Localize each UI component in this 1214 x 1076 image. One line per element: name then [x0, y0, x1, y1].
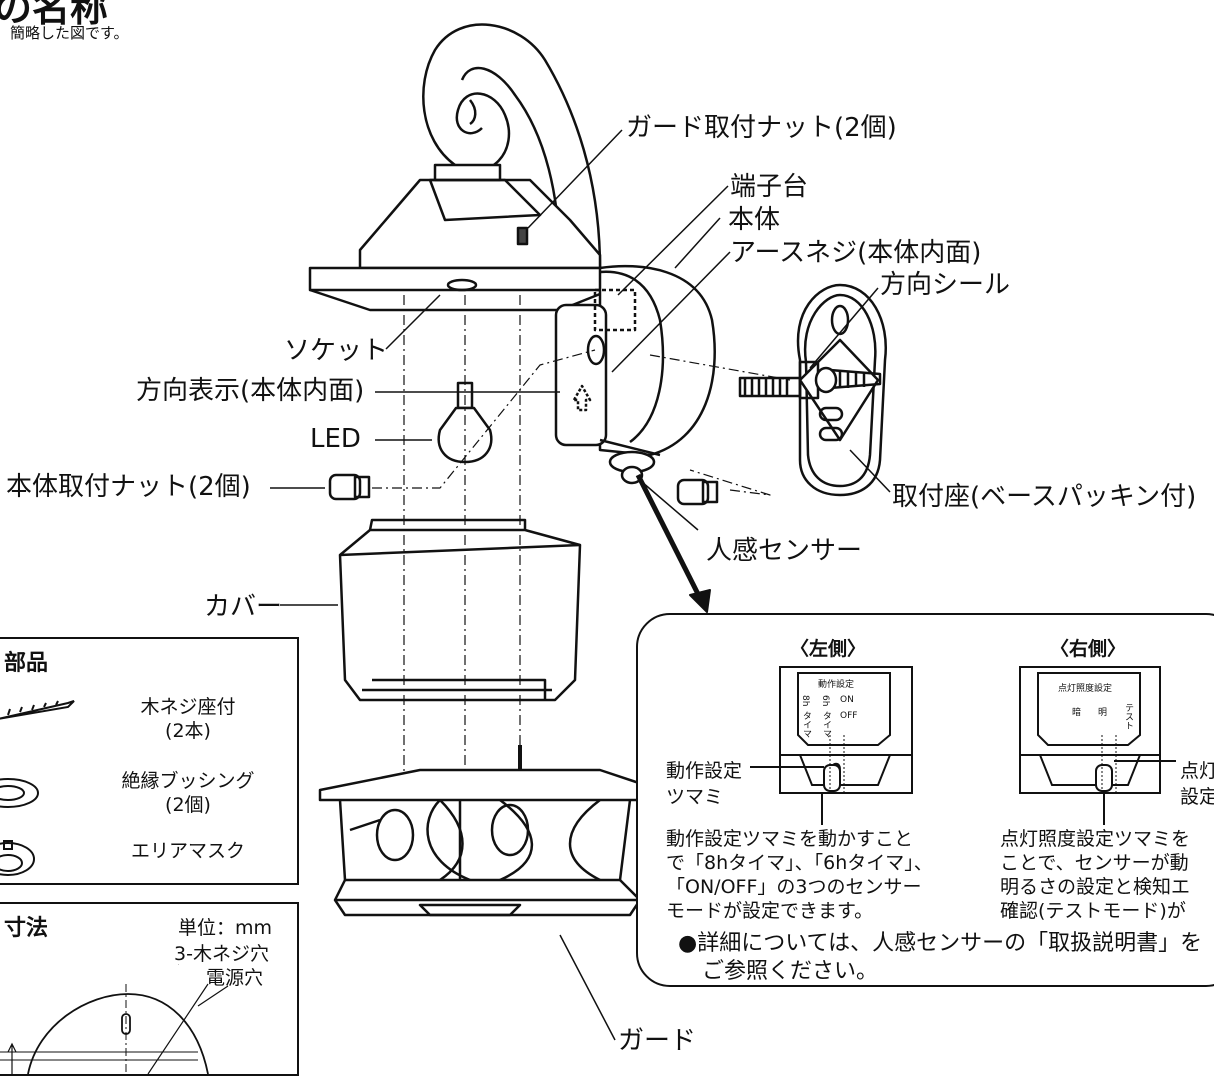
left-opt3: ON — [840, 695, 854, 705]
left-desc-line-2: で「8hタイマ」、「6hタイマ」、 — [666, 852, 933, 874]
right-desc-line-4: 確認(テストモード)が — [1000, 900, 1186, 922]
label-direction-mark: 方向表示(本体内面) — [136, 376, 365, 406]
accessory-1-name: 木ネジ座付 — [140, 696, 236, 718]
leader-lines — [270, 129, 891, 1041]
accessory-3-name: エリアマスク — [130, 840, 245, 862]
label-main-body: 本体 — [728, 205, 781, 235]
left-opt2-sub: タイマ — [821, 711, 831, 738]
page-subtitle: 簡略した図です。 — [10, 24, 129, 42]
area-mask-icon — [0, 842, 35, 876]
right-opt2: 明 — [1098, 708, 1108, 718]
right-panel: 点灯照度設定 暗 明 テスト — [1018, 665, 1168, 797]
sensor-callout: 〈左側〉 〈右側〉 動作設定 8h タイマ 6h タイマ ON OFF — [636, 613, 1214, 987]
label-mount-base: 取付座(ベースパッキン付) — [892, 482, 1197, 512]
left-desc-line-3: 「ON/OFF」の3つのセンサー — [666, 876, 922, 898]
accessory-2-name: 絶縁ブッシング — [121, 770, 255, 792]
label-guard: ガード — [618, 1026, 697, 1056]
right-desc-line-1: 点灯照度設定ツマミを — [1000, 828, 1191, 850]
label-guard-nut: ガード取付ナット(2個) — [626, 113, 897, 143]
callout-leaders — [750, 760, 1176, 825]
callout-note-line-2: ご参照ください。 — [702, 959, 879, 984]
label-sensor: 人感センサー — [706, 536, 863, 566]
label-cover: カバー — [204, 592, 283, 622]
right-desc-line-3: 明るさの設定と検知エ — [1000, 876, 1191, 898]
right-desc-line-2: ことで、センサーが動 — [1000, 852, 1189, 874]
guard-shape — [318, 745, 662, 917]
right-plate-title: 点灯照度設定 — [1058, 684, 1113, 694]
callout-left-heading: 〈左側〉 — [790, 638, 867, 660]
accessories-box: 部品 木ネジ座付 (2本) 絶縁ブッシング (2個) エリアマスク — [0, 637, 299, 885]
dimensions-box: 寸法 単位：mm 3-木ネジ穴 電源穴 — [0, 902, 299, 1076]
label-direction-seal: 方向シール — [880, 270, 1011, 300]
callout-right-heading: 〈右側〉 — [1050, 638, 1127, 660]
page-title: の名称 — [0, 0, 109, 30]
right-opt3: テスト — [1123, 703, 1133, 730]
dimensions-screw-holes: 3-木ネジ穴 — [174, 943, 269, 965]
label-led: LED — [310, 424, 361, 454]
left-desc-line-1: 動作設定ツマミを動かすこと — [666, 828, 914, 850]
left-panel: 動作設定 8h タイマ 6h タイマ ON OFF — [778, 665, 916, 797]
callout-note-line-1: ●詳細については、人感センサーの「取扱説明書」を — [678, 931, 1203, 956]
mount-base-shape — [796, 283, 888, 497]
left-opt1: 8h — [800, 695, 810, 707]
accessory-illustrations — [0, 700, 75, 876]
accessories-title: 部品 — [4, 651, 49, 676]
right-knob-label-1: 点灯 — [1180, 760, 1214, 782]
left-opt1-sub: タイマ — [801, 711, 811, 738]
left-opt3-sub: OFF — [840, 711, 858, 721]
alignment-lines — [372, 295, 791, 775]
wood-screw-icon — [0, 700, 75, 720]
left-knob-label-1: 動作設定 — [666, 760, 743, 782]
dimension-drawing — [0, 964, 229, 1074]
left-knob-label-2: ツマミ — [666, 786, 724, 808]
accessory-1-qty: (2本) — [165, 720, 211, 742]
dimensions-unit: 単位：mm — [178, 917, 273, 939]
main-housing — [308, 163, 612, 312]
body-box — [554, 264, 716, 485]
callout-arrow — [635, 473, 703, 600]
bushing-icon — [0, 778, 39, 808]
label-terminal-block: 端子台 — [730, 172, 809, 202]
left-desc-line-4: モードが設定できます。 — [666, 900, 874, 922]
dimensions-power-hole: 電源穴 — [206, 967, 264, 989]
right-knob-label-2: 設定 — [1180, 786, 1214, 808]
body-nut-left — [328, 473, 371, 501]
label-socket: ソケット — [284, 336, 389, 366]
dimensions-title: 寸法 — [4, 916, 49, 941]
body-nut-right — [676, 478, 719, 506]
mount-screw — [738, 366, 882, 398]
accessory-2-qty: (2個) — [165, 794, 211, 816]
label-body-nut: 本体取付ナット(2個) — [6, 472, 251, 502]
left-plate-title: 動作設定 — [818, 680, 855, 690]
cover-shape — [338, 518, 582, 702]
left-opt2: 6h — [820, 695, 830, 707]
label-earth-screw: アースネジ(本体内面) — [730, 238, 982, 268]
right-opt1: 暗 — [1072, 708, 1082, 718]
